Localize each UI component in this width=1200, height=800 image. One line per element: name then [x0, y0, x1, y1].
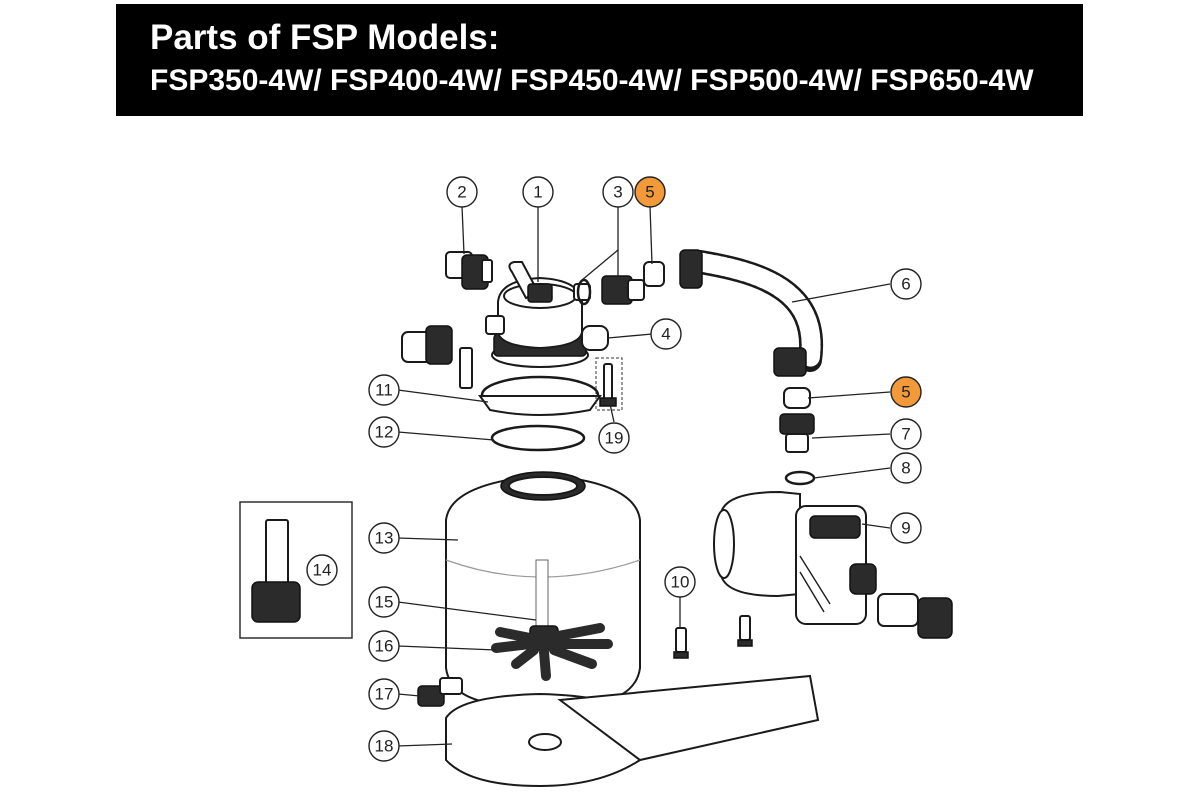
- svg-text:14: 14: [313, 561, 332, 580]
- callout-11: 11: [368, 374, 400, 406]
- title-banner: Parts of FSP Models: FSP350-4W/ FSP400-4…: [116, 4, 1083, 116]
- callout-12: 12: [368, 416, 400, 448]
- svg-text:3: 3: [613, 183, 622, 202]
- callout-4: 4: [650, 318, 682, 350]
- part-valve-fitting: [576, 261, 665, 306]
- callout-16: 16: [368, 630, 400, 662]
- part-multiport-valve: [485, 261, 591, 368]
- callout-15: 15: [368, 586, 400, 618]
- callout-13: 13: [368, 522, 400, 554]
- svg-text:8: 8: [901, 459, 910, 478]
- svg-text:6: 6: [901, 275, 910, 294]
- svg-text:1: 1: [533, 183, 542, 202]
- callout-7: 7: [890, 418, 922, 450]
- part-union-connector: [445, 251, 493, 290]
- part-base: [445, 674, 820, 788]
- callout-19: 19: [598, 422, 630, 454]
- svg-text:13: 13: [375, 529, 394, 548]
- diagram-title: Parts of FSP Models:: [150, 18, 500, 57]
- svg-text:7: 7: [901, 425, 910, 444]
- svg-text:2: 2: [457, 183, 466, 202]
- svg-text:5: 5: [645, 183, 654, 202]
- callout-18: 18: [368, 730, 400, 762]
- part-drain: [417, 677, 463, 707]
- svg-text:17: 17: [375, 685, 394, 704]
- callout-3: 3: [602, 176, 634, 208]
- svg-text:15: 15: [375, 593, 394, 612]
- callout-17: 17: [368, 678, 400, 710]
- svg-text:18: 18: [375, 737, 394, 756]
- svg-text:5: 5: [901, 383, 910, 402]
- part-base-bolts: [673, 615, 753, 659]
- svg-text:11: 11: [375, 381, 393, 400]
- callout-5-right: 5: [890, 376, 922, 408]
- callout-8: 8: [890, 452, 922, 484]
- part-laterals: [491, 559, 613, 681]
- svg-text:12: 12: [375, 423, 394, 442]
- part-valve-cap: [581, 325, 609, 351]
- callout-1: 1: [522, 176, 554, 208]
- svg-text:9: 9: [901, 519, 910, 538]
- part-pump: [713, 490, 953, 639]
- svg-text:10: 10: [671, 573, 690, 592]
- leader-lines: [397, 205, 891, 747]
- callout-5-top: 5: [634, 176, 666, 208]
- callout-2: 2: [446, 176, 478, 208]
- model-list: FSP350-4W/ FSP400-4W/ FSP450-4W/ FSP500-…: [150, 64, 1034, 97]
- svg-text:16: 16: [375, 637, 394, 656]
- svg-text:4: 4: [661, 325, 670, 344]
- callout-6: 6: [890, 268, 922, 300]
- part-tank-clamp: [459, 347, 602, 452]
- part-hose: [679, 249, 824, 377]
- callout-14: 14: [306, 554, 338, 586]
- svg-text:19: 19: [605, 429, 624, 448]
- part-side-union: [401, 325, 453, 365]
- callout-9: 9: [890, 512, 922, 544]
- part-pump-fittings: [779, 387, 816, 486]
- callout-10: 10: [664, 566, 696, 598]
- part-clamp-bolt: [595, 357, 623, 411]
